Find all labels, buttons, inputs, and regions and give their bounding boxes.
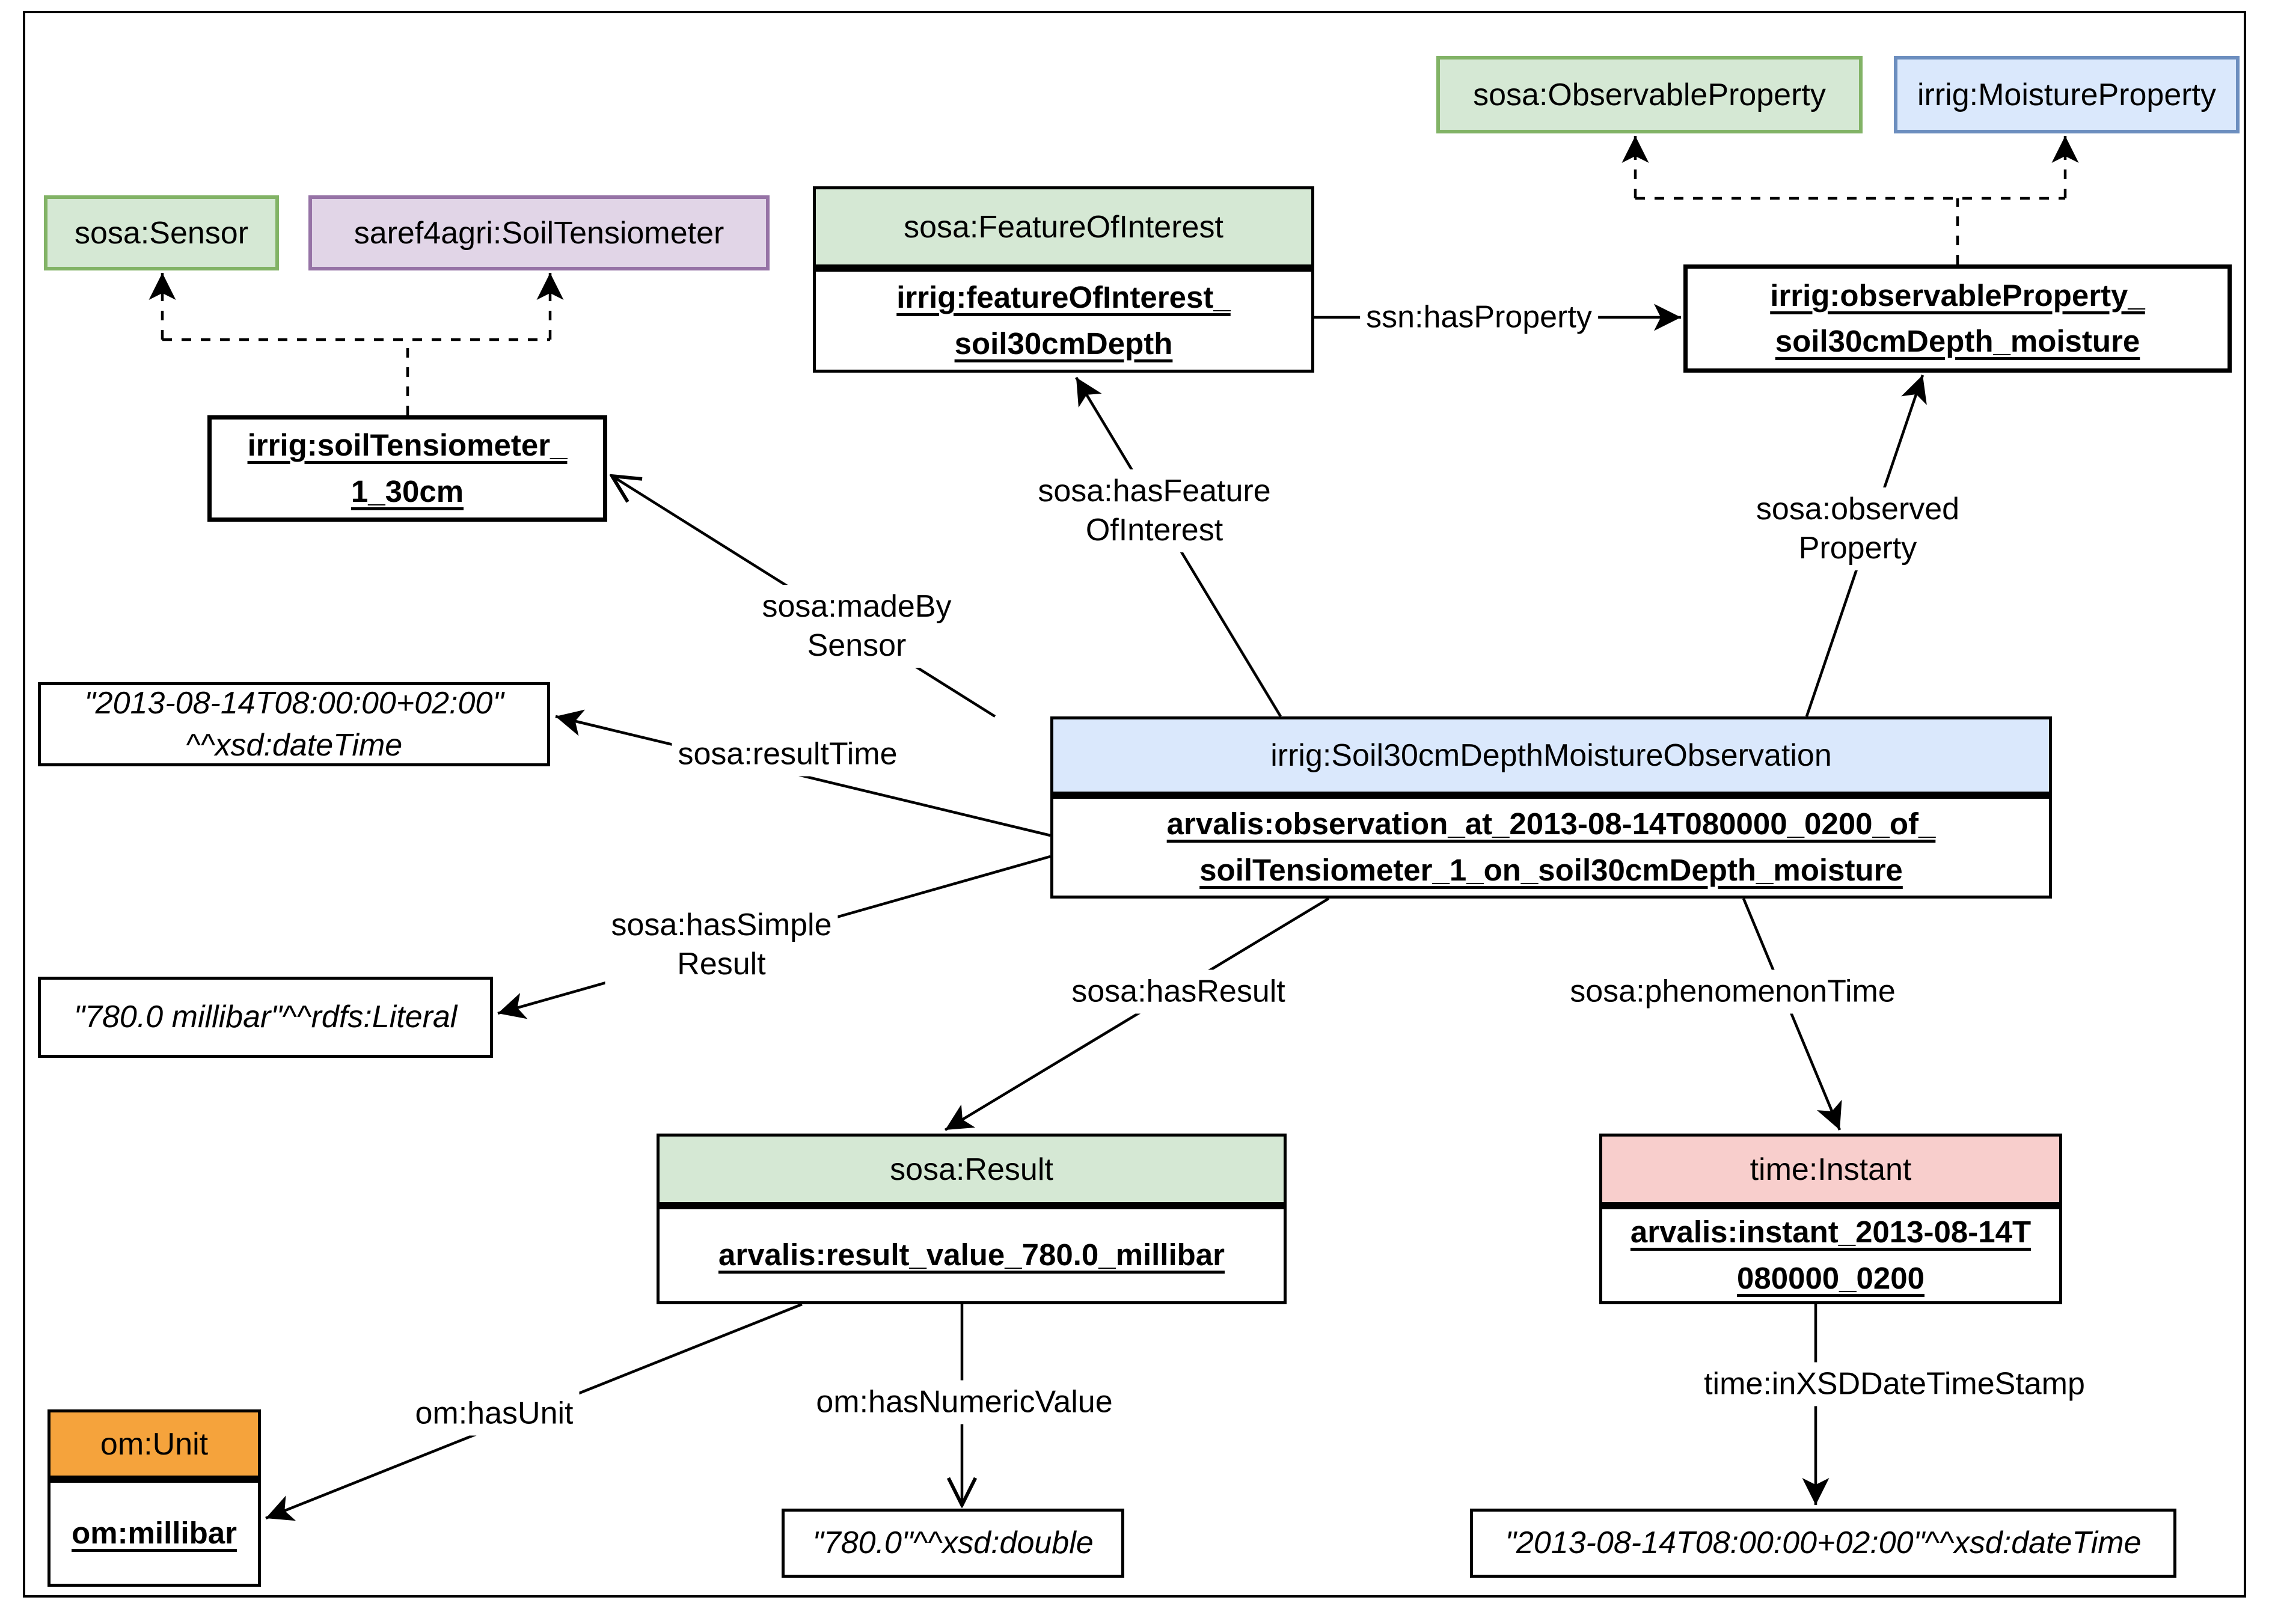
edge-label-result-time: sosa:resultTime (672, 732, 904, 777)
node-feature-of-interest: sosa:FeatureOfInterest irrig:featureOfIn… (813, 186, 1314, 373)
edge-label-has-result: sosa:hasResult (1065, 969, 1291, 1014)
edge-label-has-unit: om:hasUnit (409, 1391, 580, 1436)
edge-label-in-xsd-datetimestamp: time:inXSDDateTimeStamp (1698, 1362, 2091, 1406)
instance-body: arvalis:instant_2013-08-14T 080000_0200 (1599, 1205, 2062, 1304)
literal-simple-result: "780.0 millibar"^^rdfs:Literal (38, 977, 493, 1058)
edge-label-line: Property (1798, 531, 1917, 566)
edge-label-line: Result (677, 947, 766, 981)
node-observation: irrig:Soil30cmDepthMoistureObservation a… (1050, 716, 2052, 899)
instance-label-line: 1_30cm (351, 474, 464, 508)
instance-label-line: soil30cmDepth_moisture (1775, 324, 2140, 358)
edge-label-made-by-sensor: sosa:madeBy Sensor (756, 585, 958, 668)
class-header: sosa:Result (657, 1134, 1287, 1205)
node-result: sosa:Result arvalis:result_value_780.0_m… (657, 1134, 1287, 1304)
instance-body: arvalis:observation_at_2013-08-14T080000… (1050, 795, 2052, 899)
edge-label-line: OfInterest (1085, 513, 1223, 548)
instance-label-line: arvalis:instant_2013-08-14T (1630, 1215, 2032, 1249)
class-node-sosa-sensor: sosa:Sensor (44, 195, 279, 270)
instance-label-line: irrig:observableProperty_ (1770, 278, 2145, 313)
class-header: sosa:FeatureOfInterest (813, 186, 1314, 267)
class-node-irrig-moistureproperty: irrig:MoistureProperty (1894, 56, 2240, 133)
edge-label-phenomenon-time: sosa:phenomenonTime (1564, 969, 1902, 1014)
edge-label-has-feature-of-interest: sosa:hasFeature OfInterest (1032, 469, 1277, 552)
class-node-saref4agri-soiltensiometer: saref4agri:SoilTensiometer (308, 195, 770, 270)
node-om-unit: om:Unit om:millibar (47, 1409, 261, 1587)
edge-label-observed-property: sosa:observed Property (1750, 487, 1966, 570)
edge-label-has-numeric-value: om:hasNumericValue (810, 1380, 1119, 1424)
instance-label-line: irrig:soilTensiometer_ (247, 428, 568, 462)
edge-label-line: sosa:observed (1756, 492, 1960, 527)
instance-body: om:millibar (47, 1479, 261, 1587)
instance-label-line: soilTensiometer_1_on_soil30cmDepth_moist… (1199, 852, 1903, 887)
instance-label-line: om:millibar (72, 1515, 237, 1550)
edge-phenomenon-time-line (1742, 898, 1842, 1131)
literal-numeric-value: "780.0"^^xsd:double (782, 1509, 1124, 1578)
instance-label-line: arvalis:result_value_780.0_millibar (718, 1238, 1225, 1272)
instance-body: irrig:featureOfInterest_ soil30cmDepth (813, 267, 1314, 373)
class-header: irrig:Soil30cmDepthMoistureObservation (1050, 716, 2052, 795)
node-observable-property-instance: irrig:observableProperty_ soil30cmDepth_… (1683, 264, 2232, 373)
edge-has-result-line (944, 897, 1330, 1131)
instance-label-line: soil30cmDepth (954, 326, 1173, 361)
node-time-instant: time:Instant arvalis:instant_2013-08-14T… (1599, 1134, 2062, 1304)
edge-label-line: sosa:hasFeature (1038, 474, 1271, 508)
edge-label-has-property: ssn:hasProperty (1360, 295, 1598, 340)
edge-label-line: sosa:madeBy (762, 589, 952, 624)
literal-line: ^^xsd:dateTime (185, 728, 403, 763)
instance-body: arvalis:result_value_780.0_millibar (657, 1205, 1287, 1304)
literal-result-time-datetime: "2013-08-14T08:00:00+02:00" ^^xsd:dateTi… (38, 682, 550, 766)
edge-label-line: sosa:hasSimple (611, 908, 832, 942)
literal-line: "2013-08-14T08:00:00+02:00" (84, 685, 504, 721)
edge-label-line: Sensor (807, 628, 907, 663)
class-header: time:Instant (1599, 1134, 2062, 1205)
literal-instant-datetime: "2013-08-14T08:00:00+02:00"^^xsd:dateTim… (1470, 1509, 2176, 1578)
edge-label-has-simple-result: sosa:hasSimple Result (605, 903, 838, 986)
instance-label-line: arvalis:observation_at_2013-08-14T080000… (1166, 807, 1936, 841)
diagram-frame (23, 11, 2246, 1598)
instance-label-line: irrig:featureOfInterest_ (896, 280, 1231, 314)
node-soil-tensiometer-instance: irrig:soilTensiometer_ 1_30cm (207, 415, 607, 522)
class-header: om:Unit (47, 1409, 261, 1479)
instance-label-line: 080000_0200 (1736, 1260, 1925, 1295)
class-node-sosa-observableproperty: sosa:ObservableProperty (1436, 56, 1863, 133)
